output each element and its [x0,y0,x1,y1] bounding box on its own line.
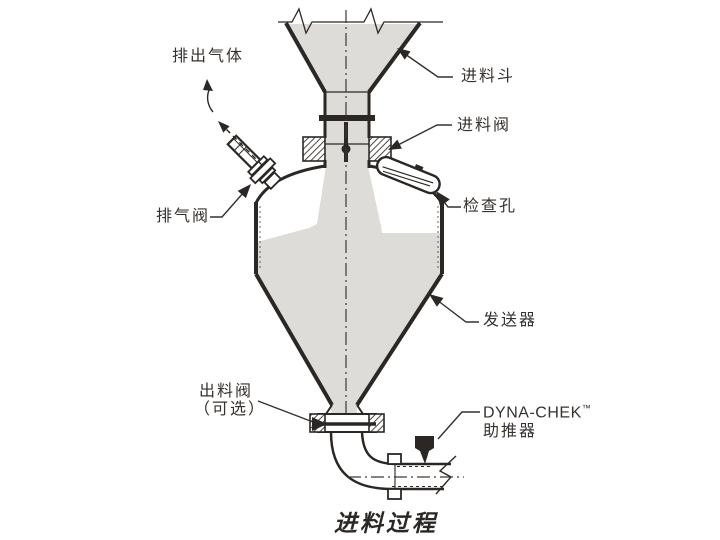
leader-transmitter [436,299,479,323]
label-booster-line2: 助推器 [483,422,538,440]
label-feed-hopper: 进料斗 [461,68,516,85]
leader-feed-hopper [404,53,453,78]
label-inspection-port: 检查孔 [463,198,518,215]
outlet-pipe-shape [329,431,464,500]
pipe-break-symbol-right [435,455,457,495]
label-vent-valve: 排气阀 [156,208,211,225]
label-feed-valve: 进料阀 [457,117,512,134]
leader-arrowheads [237,48,450,431]
leader-booster [437,411,480,440]
diagram-title: 进料过程 [334,510,438,536]
leader-vent-valve [210,191,245,218]
label-discharge-valve-line2: （可选） [194,401,267,419]
label-discharge-valve-line1: 出料阀 [199,383,254,400]
label-transmitter: 发送器 [483,312,538,329]
material-fill [257,24,440,414]
gas-dashed-arrow [218,121,263,166]
vent-valve-shape [226,134,283,191]
gas-flow-arrow [203,79,214,113]
leader-feed-valve [395,124,452,147]
feed-hopper-shape [278,7,443,121]
trademark-symbol: ™ [581,403,591,413]
label-booster-brand: DYNA-CHEK™ [483,403,591,422]
label-discharge-valve: 出料阀 （可选） [194,383,266,420]
booster-arrow [415,436,434,464]
pipe-break-symbol-top [278,7,443,35]
leader-discharge-valve [257,400,314,423]
inspection-port-shape [375,155,441,195]
label-booster: DYNA-CHEK™ 助推器 [483,403,591,441]
label-exhaust-gas: 排出气体 [172,48,245,65]
leader-lines [210,53,480,440]
